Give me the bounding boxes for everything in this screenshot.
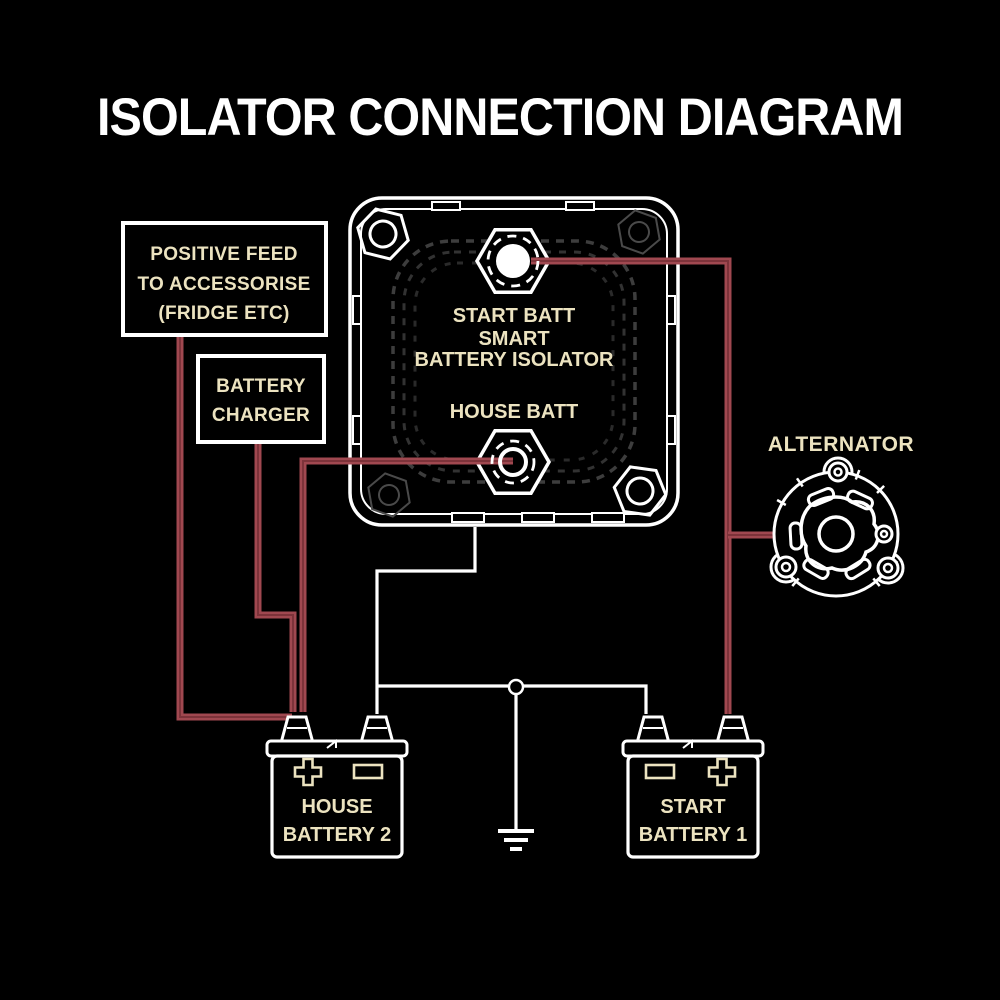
- start-battery-line1: START: [660, 796, 725, 818]
- isolator-outer-case: [348, 196, 680, 527]
- start-battery-line2: BATTERY 1: [639, 824, 748, 846]
- isolator-unit: START BATT SMART BATTERY ISOLATOR HOUSE …: [348, 196, 680, 527]
- positive-feed-border: [121, 221, 328, 337]
- ground-icon: [498, 829, 534, 851]
- battery-charger-line1: BATTERY: [216, 376, 306, 397]
- corner-screw-top-left-icon: [356, 207, 410, 261]
- page-title: ISOLATOR CONNECTION DIAGRAM: [97, 88, 903, 147]
- minus-icon: [352, 763, 384, 780]
- battery-charger-border: [196, 354, 326, 444]
- isolator-case-tabs: [352, 201, 676, 523]
- corner-screw-bottom-left-icon: [367, 472, 411, 518]
- start-terminal-ring: [486, 234, 540, 288]
- isolator-label-start-batt: START BATT: [453, 305, 576, 327]
- isolator-label-smart: SMART: [478, 328, 549, 350]
- corner-screw-bottom-right-icon: [612, 465, 668, 517]
- alternator-bolts: [774, 461, 900, 580]
- alternator-shaft: [817, 515, 855, 553]
- plus-icon: [293, 757, 323, 787]
- white-ground-wires: [375, 527, 648, 851]
- isolator-label-battery-isolator: BATTERY ISOLATOR: [415, 349, 614, 371]
- positive-feed-box: POSITIVE FEED TO ACCESSORISE (FRIDGE ETC…: [121, 221, 328, 337]
- corner-screw-top-right-icon: [617, 209, 661, 255]
- house-terminal-ring: [490, 439, 536, 485]
- start-terminal-stud: [496, 244, 530, 278]
- house-terminal-stud: [498, 447, 528, 477]
- house-battery-line2: BATTERY 2: [283, 824, 392, 846]
- positive-feed-line3: (FRIDGE ETC): [158, 303, 289, 324]
- isolator-inner-case: [360, 208, 668, 515]
- isolator-label-house-batt: HOUSE BATT: [450, 401, 579, 423]
- battery-charger-line2: CHARGER: [212, 405, 310, 426]
- positive-feed-line2: TO ACCESSORISE: [137, 274, 310, 295]
- positive-feed-line1: POSITIVE FEED: [150, 244, 298, 265]
- wire-ground-bus: [377, 684, 648, 714]
- alternator-icon: [769, 456, 905, 598]
- house-battery: HOUSE BATTERY 2: [265, 715, 409, 859]
- ground-junction-node: [507, 678, 525, 696]
- plus-icon: [707, 757, 737, 787]
- start-battery: START BATTERY 1: [621, 715, 765, 859]
- wire-isolator-house-negative: [375, 527, 477, 714]
- alternator-label: ALTERNATOR: [768, 433, 914, 456]
- battery-charger-box: BATTERY CHARGER: [196, 354, 326, 444]
- terminal-overlays: [486, 234, 540, 485]
- minus-icon: [644, 763, 676, 780]
- house-battery-line1: HOUSE: [301, 796, 372, 818]
